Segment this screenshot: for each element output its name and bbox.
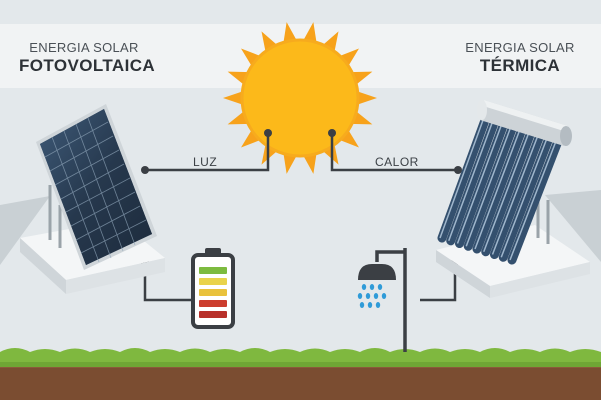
sun-ray [223, 90, 245, 106]
thermal-label: ENERGIA SOLAR TÉRMICA [455, 41, 585, 74]
battery-cell [199, 300, 227, 307]
photovoltaic-title: FOTOVOLTAICA [19, 56, 156, 75]
collector-tube [455, 113, 511, 248]
tube-highlight [483, 126, 532, 253]
sun-ray [241, 128, 263, 148]
shower-icon [357, 248, 407, 352]
photovoltaic-subtitle: ENERGIA SOLAR [29, 40, 139, 55]
water-drop [375, 302, 381, 308]
sun-ray [241, 48, 263, 68]
collector-tube [490, 125, 547, 259]
collector-tube [472, 119, 529, 254]
tube-highlight [491, 129, 541, 255]
sun-ray [337, 48, 359, 68]
sun-icon [223, 22, 377, 174]
water-drop [365, 293, 371, 299]
collector-tube [507, 131, 565, 265]
tube-highlight [465, 120, 514, 247]
collector-tube [463, 116, 520, 251]
thermal-subtitle: ENERGIA SOLAR [465, 40, 575, 55]
solar-thermal-collector-icon [436, 100, 601, 298]
ground [0, 348, 601, 400]
water-drop [373, 293, 379, 299]
water-drop [369, 284, 375, 290]
water-drop [359, 302, 365, 308]
sun-ray [337, 128, 359, 148]
photovoltaic-label: ENERGIA SOLAR FOTOVOLTAICA [19, 40, 156, 75]
light-wire [145, 133, 270, 172]
tube-highlight [509, 135, 559, 261]
tube-highlight [500, 132, 550, 258]
water-drop [361, 284, 367, 290]
battery-cell [199, 278, 227, 285]
battery-cell [199, 267, 227, 274]
battery-cell [199, 289, 227, 296]
tube-highlight [474, 123, 523, 250]
collector-tube [498, 128, 556, 262]
solar-panel-icon [0, 104, 165, 294]
heat-wire [330, 133, 458, 172]
light-link-label: LUZ [193, 155, 218, 169]
tube-highlight [448, 114, 496, 242]
collector-tube [446, 110, 502, 246]
tube-highlight [439, 111, 487, 239]
thermal-title: TÉRMICA [479, 56, 561, 75]
water-drop [377, 284, 383, 290]
heat-link-label: CALOR [375, 155, 419, 169]
water-drop [381, 293, 387, 299]
collector-tube [437, 107, 493, 243]
tube-highlight [456, 117, 505, 244]
collector-tube [481, 122, 538, 257]
battery-icon [191, 248, 235, 329]
battery-cell [199, 311, 227, 318]
water-drop [357, 293, 363, 299]
water-drop [367, 302, 373, 308]
sun-ray [355, 90, 377, 106]
